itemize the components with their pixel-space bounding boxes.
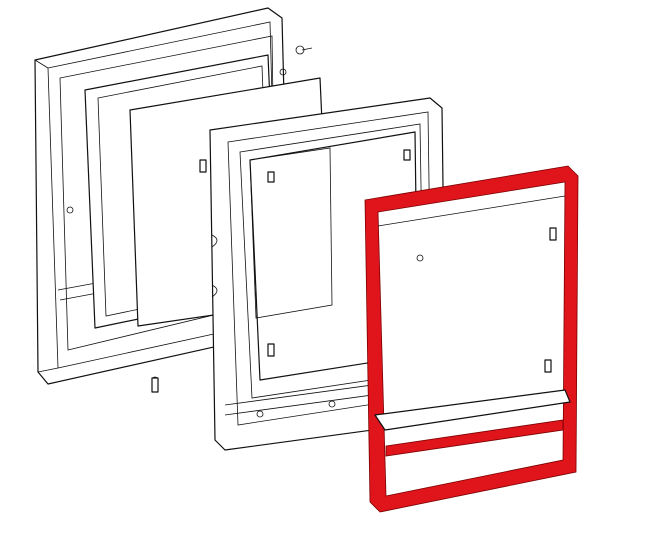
gasket-frame	[364, 165, 579, 513]
